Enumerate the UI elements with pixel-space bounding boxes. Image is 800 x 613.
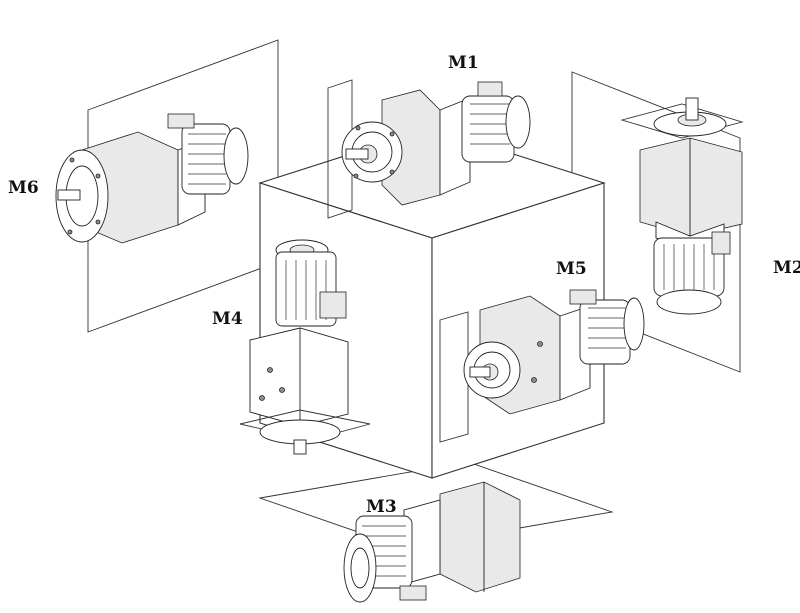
gearmotor-m5 xyxy=(439,289,645,443)
label-m4: M4 xyxy=(212,309,243,329)
gearmotor-m3 xyxy=(343,481,521,603)
label-m6: M6 xyxy=(8,178,39,198)
gearmotor-m1 xyxy=(327,79,531,219)
gearmotor-m4 xyxy=(239,239,371,455)
label-m3: M3 xyxy=(366,497,397,517)
gearmotor-m2 xyxy=(620,97,744,315)
gearmotor-m6 xyxy=(55,113,249,244)
label-m5: M5 xyxy=(556,259,587,279)
label-m2: M2 xyxy=(773,258,800,278)
label-m1: M1 xyxy=(448,53,479,73)
